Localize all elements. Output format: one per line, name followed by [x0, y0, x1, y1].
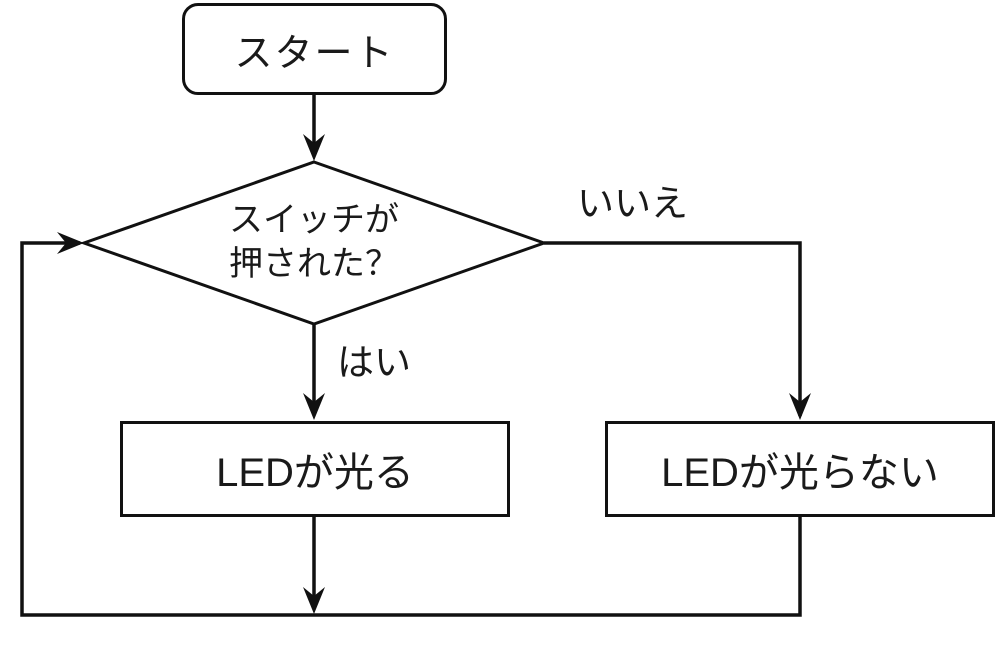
edge-loop-back: [20, 241, 802, 617]
led-off-node: LEDが光らない: [605, 421, 995, 517]
decision-node-label: スイッチが 押された？: [164, 198, 464, 286]
led-on-node: LEDが光る: [120, 421, 510, 517]
led-on-node-label: LEDが光る: [216, 451, 414, 495]
arrowhead-into-led-on: [303, 393, 325, 420]
led-off-node-label: LEDが光らない: [661, 451, 939, 495]
arrowhead-into-led-off: [789, 393, 811, 420]
yes-branch-label: はい: [337, 342, 411, 383]
decision-label-line1: スイッチが: [229, 201, 399, 239]
no-branch-label: いいえ: [577, 183, 688, 224]
decision-diamond-shape: [79, 160, 549, 326]
start-node: スタート: [182, 3, 447, 95]
arrowhead-into-decision-top: [303, 134, 325, 161]
arrowhead-into-decision-left: [57, 232, 84, 254]
edge-no-branch: [544, 241, 802, 416]
decision-label-line2: 押された？: [229, 245, 399, 283]
arrowhead-into-bottom-junction: [303, 587, 325, 614]
start-node-label: スタート: [234, 32, 395, 75]
